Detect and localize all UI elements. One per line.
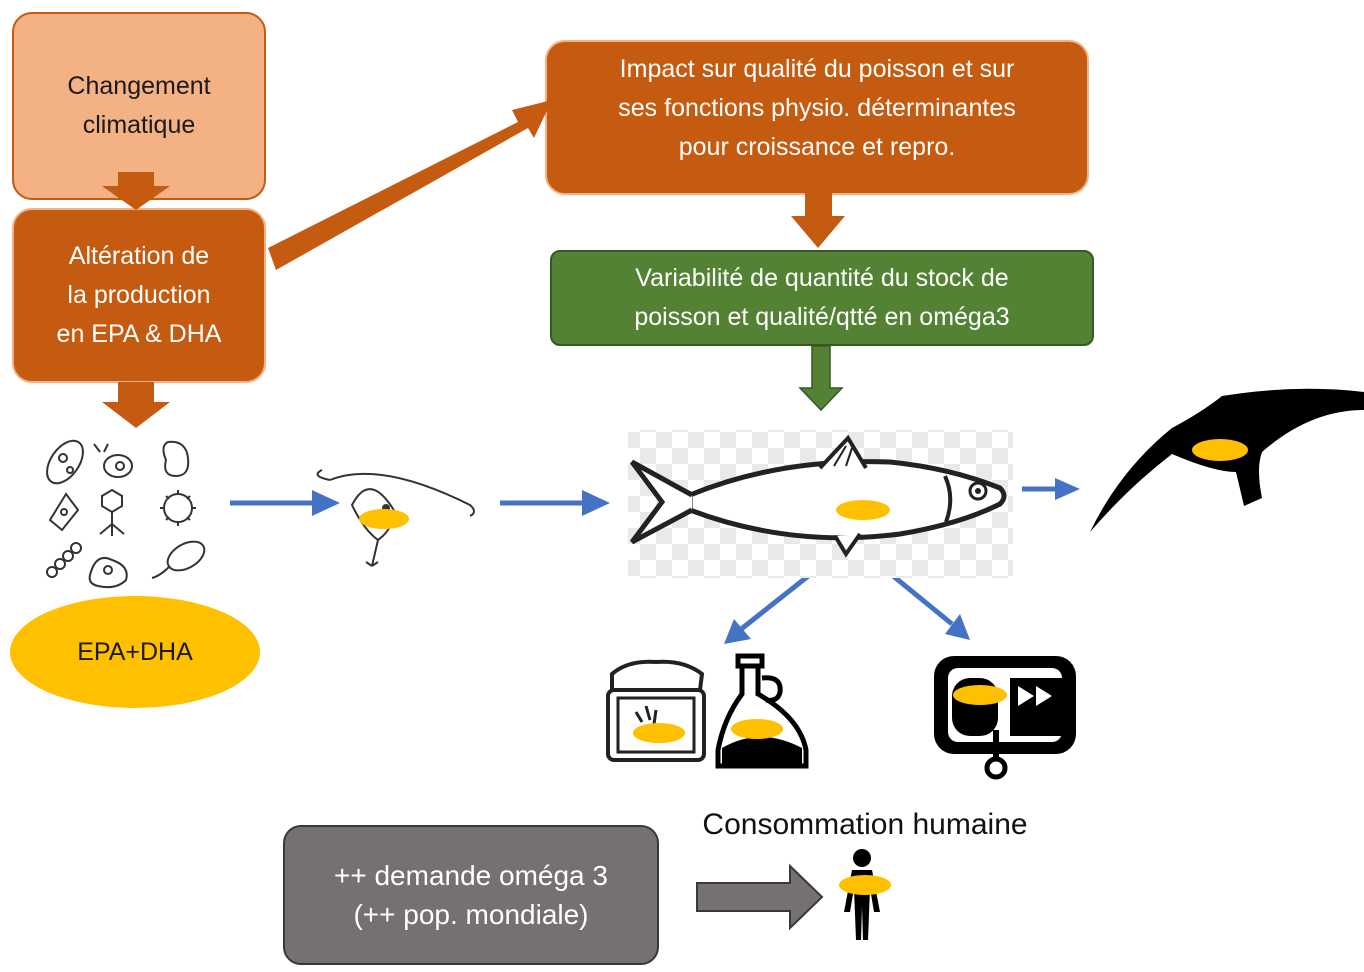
canned-fish-icon (934, 656, 1076, 780)
production-alteration-box: Altération de la production en EPA & DHA (12, 208, 266, 383)
stock-variability-label: Variabilité de quantité du stock de pois… (634, 264, 1010, 331)
arrow-alteration-to-microbes (102, 382, 170, 428)
stock-variability-box: Variabilité de quantité du stock de pois… (550, 250, 1094, 346)
omega3-marker-bird (1192, 439, 1248, 461)
fish-icon (628, 430, 1013, 578)
production-alteration-label: Altération de la production en EPA & DHA (56, 242, 222, 348)
human-consumption-caption: Consommation humaine (702, 808, 1028, 841)
omega3-demand-label: ++ demande oméga 3 (++ pop. mondiale) (334, 859, 608, 930)
arrow-fish-to-bird (1022, 478, 1080, 500)
arrow-microbes-to-plankton (230, 490, 340, 516)
arrow-climat-to-alteration (102, 172, 170, 210)
arrow-variabilite-to-fish (798, 345, 844, 412)
omega3-demand-box: ++ demande oméga 3 (++ pop. mondiale) (283, 825, 659, 965)
omega3-marker-bag (633, 723, 685, 743)
omega3-marker-fish (836, 500, 890, 520)
omega3-marker-can (953, 685, 1007, 705)
arrow-impact-to-variabilite (791, 192, 845, 248)
omega3-marker-oil (731, 719, 783, 739)
arrow-plankton-to-fish (500, 490, 610, 516)
omega3-markers (359, 439, 1248, 895)
microorganisms-icon (46, 439, 206, 589)
oil-bottle-icon (715, 653, 809, 769)
climate-change-label: Changement climatique (67, 72, 211, 139)
fishmeal-bag-icon (606, 659, 706, 762)
omega3-marker-plankton (359, 509, 409, 529)
epa-dha-label: EPA+DHA (77, 637, 193, 666)
omega3-marker-human (839, 875, 891, 895)
fish-quality-impact-box: Impact sur qualité du poisson et sur ses… (545, 40, 1089, 195)
arrow-alteration-to-impact (268, 100, 552, 270)
fish-quality-impact-label: Impact sur qualité du poisson et sur ses… (618, 55, 1016, 161)
climate-change-box: Changement climatique (12, 12, 266, 200)
arrow-demand-to-human (696, 863, 824, 931)
epa-dha-legend: EPA+DHA (10, 596, 260, 708)
